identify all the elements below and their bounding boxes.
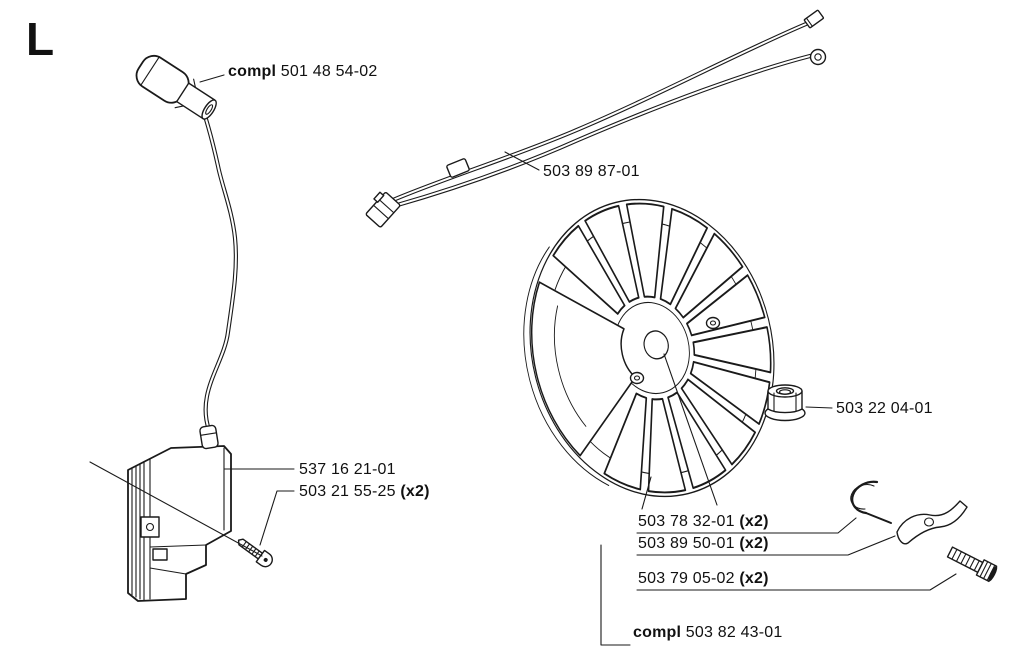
label-spark-plug-boot: compl 501 48 54-02 [228, 63, 378, 81]
label-quantity: (x2) [739, 513, 769, 530]
label-prefix: compl [633, 624, 682, 641]
label-part-number: 503 21 55-25 [299, 483, 396, 500]
label-ignition-module: 537 16 21-01 [299, 461, 396, 479]
wire-harness-drawing [365, 9, 827, 228]
label-module-screw: 503 21 55-25 (x2) [299, 483, 430, 501]
label-wire-harness: 503 89 87-01 [543, 163, 640, 181]
flywheel-drawing [523, 198, 775, 498]
harness-connector [365, 191, 401, 228]
label-flywheel-assembly: compl 503 82 43-01 [633, 624, 783, 642]
label-part-number: 503 82 43-01 [685, 624, 783, 641]
label-prefix: compl [228, 63, 277, 80]
label-quantity: (x2) [739, 535, 769, 552]
label-flywheel-nut: 503 22 04-01 [836, 400, 933, 418]
wire-sleeve [446, 158, 470, 178]
label-quantity: (x2) [739, 570, 769, 587]
pawl-spring-drawing [850, 480, 892, 524]
label-part-number: 503 89 87-01 [543, 163, 640, 180]
label-part-number: 503 78 32-01 [638, 513, 735, 530]
wire-grommet [199, 424, 219, 450]
label-part-number: 503 89 50-01 [638, 535, 735, 552]
flange-nut-drawing [764, 384, 806, 422]
pawl-screw-drawing [946, 546, 998, 583]
leader-lines [89, 74, 957, 646]
label-quantity: (x2) [400, 483, 430, 500]
flywheel-pawl-posts [629, 316, 721, 385]
module-screw-drawing [237, 538, 273, 568]
label-pawl: 503 78 32-01 (x2) [638, 513, 769, 531]
ignition-module-drawing [127, 424, 232, 602]
label-part-number: 501 48 54-02 [280, 63, 378, 80]
label-pawl-spring: 503 89 50-01 (x2) [638, 535, 769, 553]
label-part-number: 503 22 04-01 [836, 400, 933, 417]
label-pawl-screw: 503 79 05-02 (x2) [638, 570, 769, 588]
section-letter: L [26, 13, 55, 65]
ignition-lead-wire [202, 113, 239, 433]
ring-terminal [809, 48, 827, 66]
label-part-number: 503 79 05-02 [638, 570, 735, 587]
label-part-number: 537 16 21-01 [299, 461, 396, 478]
flywheel-fins [552, 202, 772, 494]
spade-terminal [803, 9, 824, 29]
pawl-drawing [896, 500, 968, 545]
spark-plug-boot-drawing [135, 54, 217, 120]
